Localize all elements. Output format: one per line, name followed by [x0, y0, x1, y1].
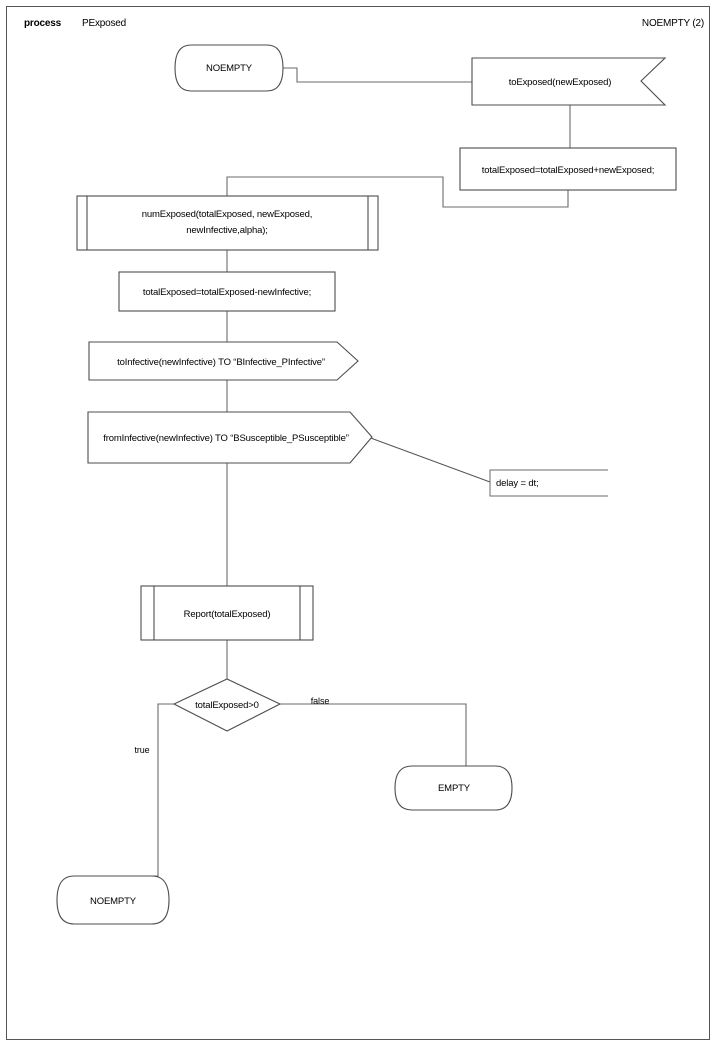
accumulate-label: totalExposed=totalExposed+newExposed; — [482, 165, 654, 176]
end-empty-label: EMPTY — [438, 783, 471, 794]
num-exposed-shape — [76, 195, 379, 251]
node-to-infective[interactable]: toInfective(newInfective) TO “BInfective… — [88, 341, 359, 381]
edge-label-true: true — [134, 745, 149, 755]
edge-accumulate-to-numexposed — [226, 176, 569, 208]
header-state-label: NOEMPTY (2) — [641, 18, 704, 29]
header-keyword: process — [24, 18, 61, 29]
edge-label-false: false — [311, 696, 330, 706]
start-noempty-label: NOEMPTY — [206, 63, 253, 74]
num-exposed-label-line1: numExposed(totalExposed, newExposed, — [142, 209, 312, 220]
end-empty-shape — [394, 765, 513, 811]
node-num-exposed[interactable]: numExposed(totalExposed, newExposed, new… — [76, 195, 379, 251]
decision-shape — [172, 678, 282, 732]
report-shape — [140, 585, 314, 641]
node-delay-annotation[interactable]: delay = dt; — [489, 469, 608, 497]
node-to-exposed[interactable]: toExposed(newExposed) — [471, 57, 667, 106]
start-noempty-shape — [174, 44, 284, 92]
edge-annotation-delay — [367, 436, 491, 483]
to-infective-shape — [88, 341, 359, 381]
node-end-empty[interactable]: EMPTY — [394, 765, 513, 811]
num-exposed-label-line2: newInfective,alpha); — [186, 225, 268, 236]
edge-decision-true-to-noempty — [145, 703, 174, 877]
decision-label: totalExposed>0 — [195, 700, 259, 711]
to-exposed-label: toExposed(newExposed) — [509, 77, 611, 88]
edge-start-to-toexposed — [283, 67, 472, 83]
node-start-noempty[interactable]: NOEMPTY — [174, 44, 284, 92]
node-report[interactable]: Report(totalExposed) — [140, 585, 314, 641]
node-from-infective[interactable]: fromInfective(newInfective) TO “BSuscept… — [87, 411, 373, 464]
end-noempty-shape — [56, 875, 170, 925]
report-label: Report(totalExposed) — [184, 609, 271, 620]
accumulate-shape — [459, 147, 677, 191]
delay-annotation-label: delay = dt; — [496, 478, 538, 489]
from-infective-label: fromInfective(newInfective) TO “BSuscept… — [103, 433, 348, 444]
to-exposed-shape — [471, 57, 667, 106]
node-accumulate[interactable]: totalExposed=totalExposed+newExposed; — [459, 147, 677, 191]
from-infective-shape — [87, 411, 373, 464]
header-process-name: PExposed — [82, 18, 126, 29]
subtract-label: totalExposed=totalExposed-newInfective; — [143, 287, 311, 298]
end-noempty-label: NOEMPTY — [90, 896, 137, 907]
edge-decision-false-to-empty — [280, 703, 467, 766]
subtract-shape — [118, 271, 336, 312]
node-subtract[interactable]: totalExposed=totalExposed-newInfective; — [118, 271, 336, 312]
node-end-noempty[interactable]: NOEMPTY — [56, 875, 170, 925]
delay-annotation-shape — [489, 469, 608, 497]
node-decision[interactable]: totalExposed>0 — [172, 678, 282, 732]
to-infective-label: toInfective(newInfective) TO “BInfective… — [117, 357, 325, 368]
